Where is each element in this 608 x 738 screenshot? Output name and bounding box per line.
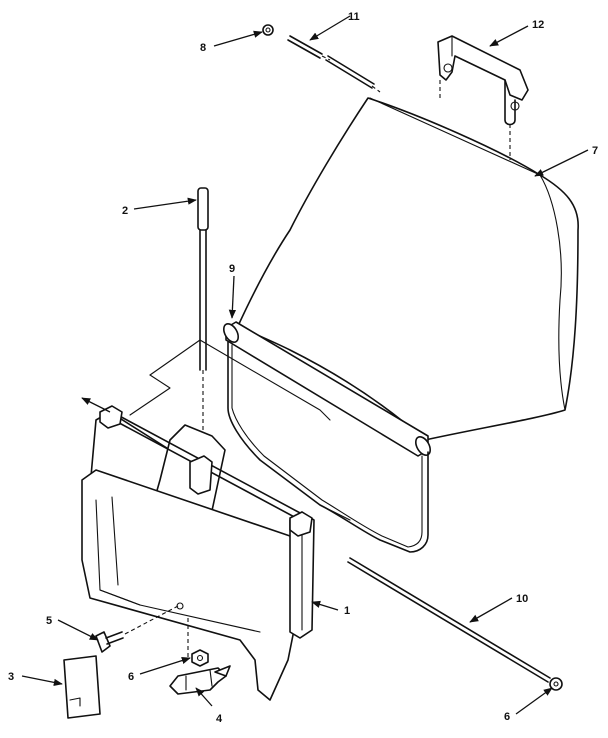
vertical-rod xyxy=(197,187,209,430)
latch-bracket xyxy=(169,618,231,695)
callout-1: 1 xyxy=(344,605,350,617)
bag-frame xyxy=(222,321,432,553)
callout-7: 7 xyxy=(592,145,598,157)
chute-housing xyxy=(81,339,331,701)
callout-12: 12 xyxy=(532,19,544,31)
callout-8: 8 xyxy=(200,42,206,54)
pins xyxy=(287,35,381,93)
bolt xyxy=(95,602,184,653)
long-rod xyxy=(347,557,551,683)
bag-hanger-bracket xyxy=(437,35,529,160)
callout-labels: 1 2 3 4 5 6 6 7 8 9 10 11 12 xyxy=(8,11,598,725)
callout-3: 3 xyxy=(8,671,14,683)
leader-lines xyxy=(21,15,589,715)
warning-label xyxy=(63,655,101,719)
callout-9: 9 xyxy=(229,263,235,275)
callout-10: 10 xyxy=(516,593,528,605)
callout-2: 2 xyxy=(122,205,128,217)
callout-6-nut: 6 xyxy=(128,671,134,683)
nut xyxy=(191,649,209,667)
cap-fitting-top xyxy=(262,24,274,36)
callout-6-cap: 6 xyxy=(504,711,510,723)
callout-5: 5 xyxy=(46,615,52,627)
callout-4: 4 xyxy=(216,713,223,725)
grass-bag xyxy=(237,97,579,441)
callout-11: 11 xyxy=(348,11,360,23)
cap-fitting-bottom xyxy=(549,677,563,691)
